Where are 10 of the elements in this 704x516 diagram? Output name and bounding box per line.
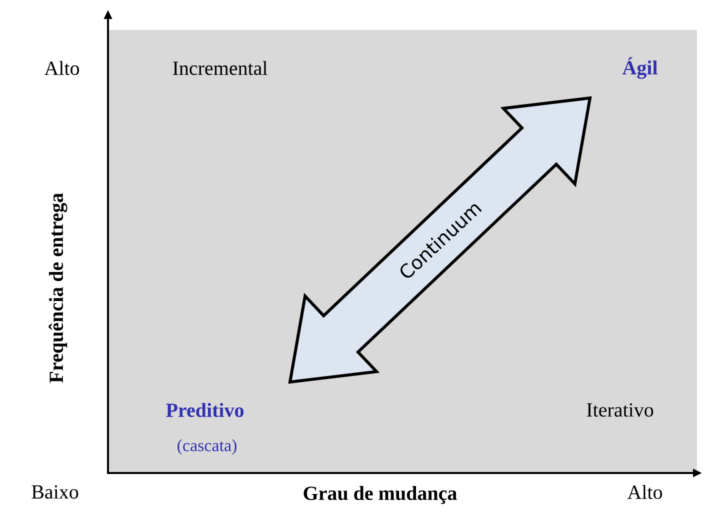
quadrant-sublabel: (cascata) (178, 439, 236, 455)
quadrant-label: Preditivo (166, 402, 244, 418)
quadrant-label: Iterativo (586, 403, 654, 417)
axis-tick-label: Alto (44, 60, 80, 76)
quadrant-label: Ágil (622, 57, 658, 79)
axis-tick-label: Alto (627, 484, 662, 500)
axis-title: Frequência de entrega (48, 193, 68, 383)
axis-title: Grau de mudança (304, 486, 457, 504)
axis-tick-label: Baixo (32, 485, 78, 499)
quadrant-label: Incremental (172, 60, 268, 76)
